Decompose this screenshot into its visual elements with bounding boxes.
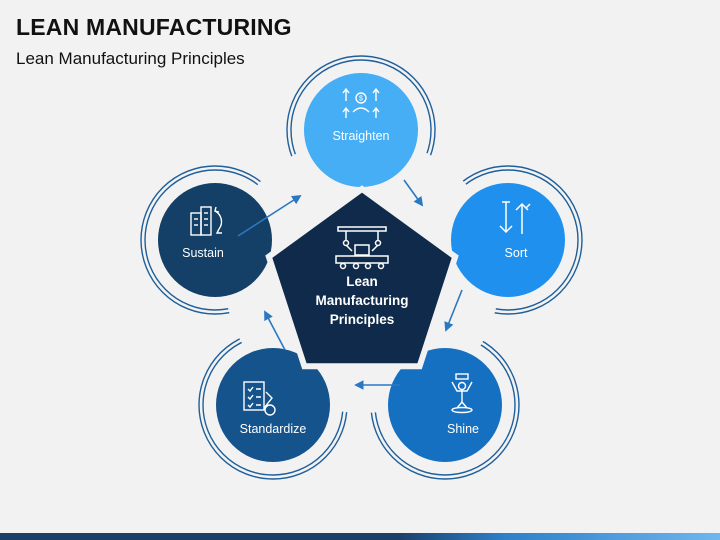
flow-arrow — [444, 289, 463, 332]
center-label-line-3: Principles — [330, 312, 395, 327]
step-label-standardize: Standardize — [240, 422, 307, 436]
center-pentagon — [265, 185, 459, 370]
person-arrows-icon: $ — [342, 87, 380, 118]
step-circle-standardize — [216, 348, 330, 462]
building-recycle-icon — [190, 206, 223, 236]
step-circle-shine — [388, 348, 502, 462]
footer-bar — [0, 533, 720, 540]
flow-arrow — [264, 310, 286, 351]
step-label-sustain: Sustain — [182, 246, 224, 260]
step-circle-sort — [451, 183, 565, 297]
checklist-icon — [243, 381, 276, 416]
step-circle-straighten — [304, 73, 418, 187]
step-label-straighten: Straighten — [333, 129, 390, 143]
center-label-line-1: Lean — [346, 274, 378, 289]
page-subtitle: Lean Manufacturing Principles — [16, 49, 245, 68]
step-label-sort: Sort — [505, 246, 528, 260]
center-label-line-2: Manufacturing — [316, 293, 409, 308]
sort-arrows-icon — [499, 201, 531, 234]
flow-arrow — [237, 194, 302, 237]
page-title: LEAN MANUFACTURING — [16, 14, 292, 40]
factory-robot-icon — [335, 226, 389, 270]
spotlight-person-icon — [451, 373, 473, 414]
step-label-shine: Shine — [447, 422, 479, 436]
flow-arrow — [403, 179, 424, 207]
svg-text:$: $ — [359, 96, 363, 103]
step-circle-sustain — [158, 183, 272, 297]
